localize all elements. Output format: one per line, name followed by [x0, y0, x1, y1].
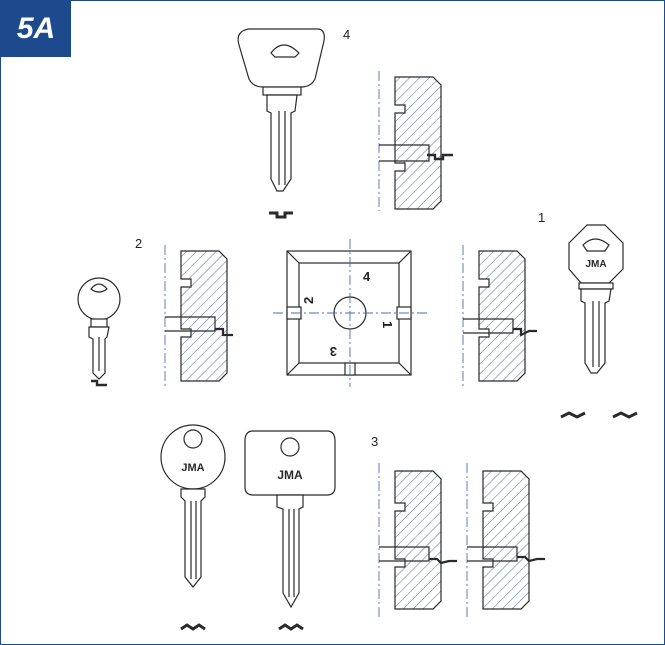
key-3a: [160, 424, 226, 588]
brand-mark-key-3b: JMA: [277, 468, 303, 482]
callout-2: 2: [135, 236, 143, 251]
key-3b: [244, 430, 336, 609]
profile-3b: [278, 623, 304, 631]
profile-2: [91, 379, 107, 387]
key-1: [568, 224, 624, 374]
section-view-2: [164, 245, 233, 389]
callout-1: 1: [538, 210, 546, 225]
brand-mark-key-3a: JMA: [181, 462, 204, 474]
section-view-3a: [378, 463, 457, 619]
profile-4: [269, 211, 293, 219]
key-2: [77, 277, 121, 380]
brand-mark-key-1: JMA: [585, 259, 606, 270]
section-badge: 5A: [1, 1, 71, 57]
key-4: [237, 28, 325, 192]
callout-4: 4: [343, 27, 351, 42]
section-view-1: [462, 245, 537, 389]
square-label-left: 2: [301, 297, 316, 304]
profile-3a: [180, 623, 206, 631]
profile-1b: [612, 411, 638, 419]
square-label-top: 4: [363, 269, 371, 284]
square-label-right: 1: [380, 321, 395, 328]
section-view-4: [378, 71, 453, 211]
section-view-3b: [466, 463, 545, 619]
square-label-bottom: 3: [330, 344, 337, 359]
profile-1a: [560, 411, 586, 419]
callout-3: 3: [371, 434, 379, 449]
